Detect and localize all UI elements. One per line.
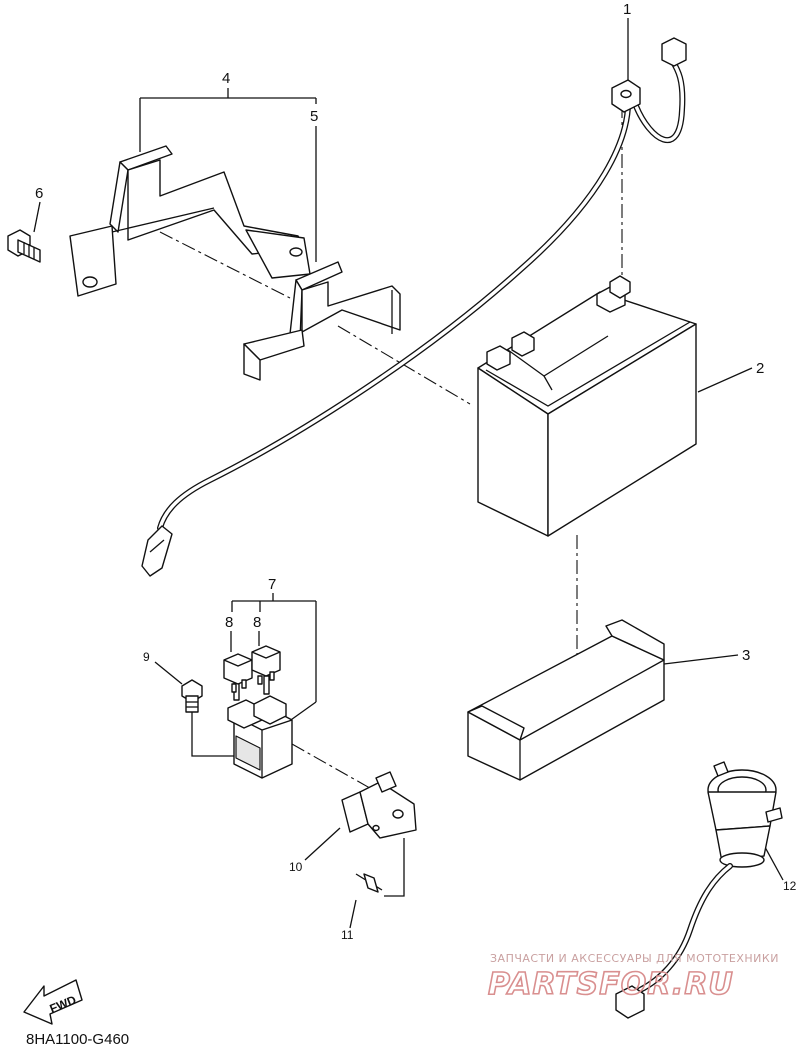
battery-lead-wire <box>141 37 687 577</box>
battery <box>477 275 697 537</box>
diagram-code: 8HA1100-G460 <box>26 1031 129 1048</box>
callout-8-right: 8 <box>253 614 261 631</box>
callout-11: 11 <box>341 928 354 942</box>
callout-8-left: 8 <box>225 614 233 631</box>
callout-9: 9 <box>143 650 150 664</box>
watermark: ЗАПЧАСТИ И АКСЕССУАРЫ ДЛЯ МОТОТЕХНИКИ PA… <box>487 952 779 1003</box>
callout-7: 7 <box>268 576 276 593</box>
clip-11 <box>355 873 383 893</box>
bracket-5 <box>243 261 401 381</box>
callout-2: 2 <box>756 360 764 377</box>
fuses <box>223 645 281 693</box>
watermark-tagline: ЗАПЧАСТИ И АКСЕССУАРЫ ДЛЯ МОТОТЕХНИКИ <box>490 952 779 965</box>
callout-10: 10 <box>289 860 303 874</box>
callout-6: 6 <box>35 185 43 202</box>
callout-labels: 1 2 3 4 5 6 7 8 8 9 10 11 12 <box>35 1 797 942</box>
leader-lines <box>33 18 784 929</box>
callout-4: 4 <box>222 70 230 87</box>
callout-3: 3 <box>742 647 750 664</box>
starter-relay <box>227 675 293 779</box>
accessory-socket-12 <box>615 761 783 1019</box>
fwd-arrow: FWD <box>23 979 83 1025</box>
screw-9 <box>181 679 203 713</box>
bolt-6 <box>7 229 41 263</box>
bracket-4 <box>69 145 311 297</box>
callout-12: 12 <box>783 879 797 893</box>
watermark-logo: PARTSFOR.RU <box>488 967 734 1002</box>
relay-bracket-10 <box>341 771 417 839</box>
callout-1: 1 <box>623 1 631 18</box>
battery-pad <box>467 619 665 781</box>
callout-5: 5 <box>310 108 318 125</box>
